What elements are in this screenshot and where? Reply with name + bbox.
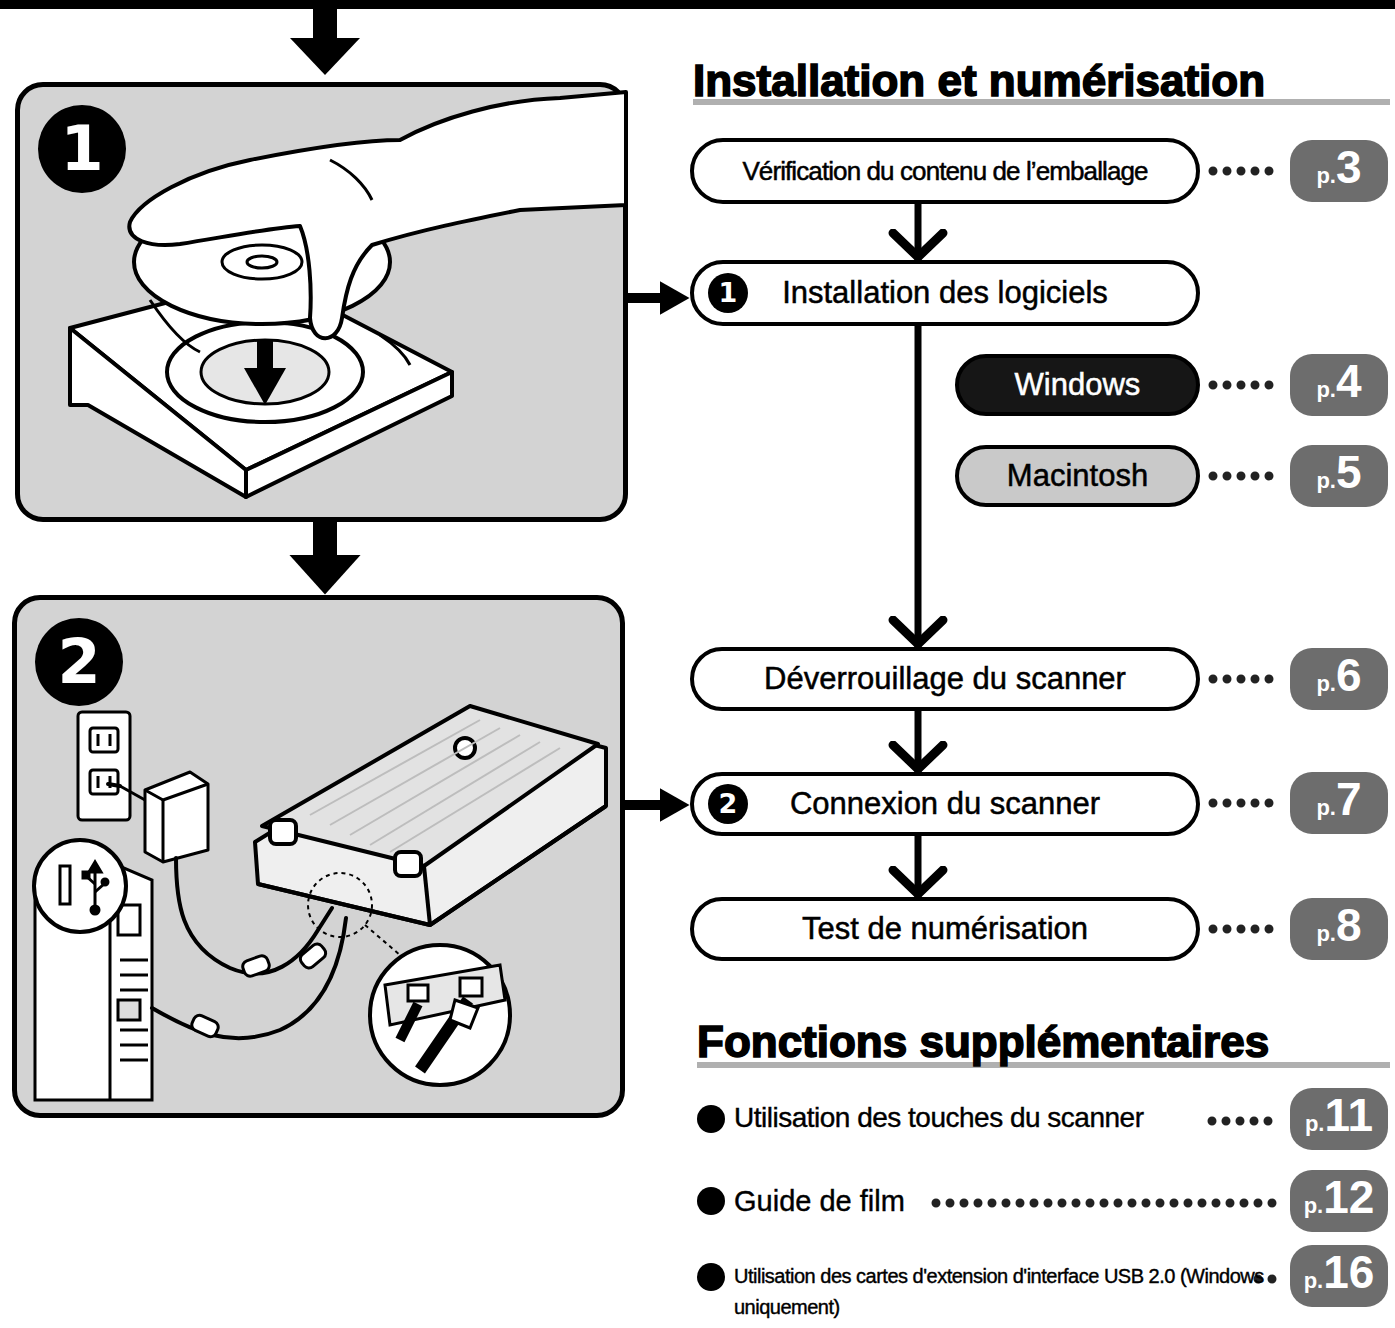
page-prefix: p. (1316, 671, 1336, 696)
step-number: 1 (708, 273, 748, 313)
step-label: Test de numérisation (802, 911, 1088, 947)
bullet-dot (697, 1187, 725, 1215)
dot-leader (1213, 472, 1278, 481)
page-number: 16 (1323, 1246, 1374, 1298)
entry-arrow (290, 38, 360, 75)
page-prefix: p. (1304, 1193, 1324, 1218)
page-prefix: p. (1316, 377, 1336, 402)
step-number: 2 (708, 784, 748, 824)
process-pill: Test de numérisation (690, 897, 1200, 961)
page-title: Installation et numérisation (693, 55, 1265, 107)
step-label: Windows (1015, 367, 1141, 403)
top-bar (0, 0, 1395, 9)
entry-arrow (313, 0, 337, 40)
page-badge: p.16 (1290, 1245, 1388, 1307)
dot-leader (1213, 675, 1278, 684)
callout-number: 1 (38, 105, 126, 193)
step-label: Vérification du contenu de l’emballage (742, 156, 1147, 187)
flow-arrow (313, 522, 337, 555)
step-panel: 2 (12, 595, 625, 1118)
flow-arrow (915, 326, 922, 647)
process-pill: 1 Installation des logiciels (690, 260, 1200, 326)
callout-number: 2 (35, 618, 123, 706)
page-prefix: p. (1316, 163, 1336, 188)
dot-leader (1213, 381, 1278, 390)
page-number: 7 (1336, 773, 1362, 825)
page-number: 11 (1324, 1089, 1373, 1141)
page-badge: p.12 (1290, 1170, 1388, 1232)
bullet-dot (697, 1263, 725, 1291)
dot-leader (1212, 1117, 1278, 1126)
dot-leader (936, 1199, 1278, 1208)
step-label: Déverrouillage du scanner (764, 661, 1126, 697)
flow-arrow (915, 711, 922, 772)
page-badge: p.7 (1290, 772, 1388, 834)
feature-item: Guide de film (734, 1183, 905, 1219)
page-number: 12 (1323, 1171, 1374, 1223)
dot-leader (1213, 799, 1278, 808)
step-label: Macintosh (1007, 458, 1148, 494)
feature-item: Utilisation des touches du scanner (734, 1100, 1143, 1136)
page-badge: p.8 (1290, 898, 1388, 960)
process-pill: Déverrouillage du scanner (690, 647, 1200, 711)
os-pill: Macintosh (955, 445, 1200, 507)
step-label: Connexion du scanner (790, 786, 1100, 822)
page-number: 3 (1336, 141, 1362, 193)
os-pill: Windows (955, 354, 1200, 416)
flow-arrow (915, 204, 922, 260)
step-panel: 1 (15, 82, 628, 522)
section-heading: Fonctions supplémentaires (697, 1016, 1269, 1068)
process-pill: 2 Connexion du scanner (690, 772, 1200, 836)
page-badge: p.5 (1290, 445, 1388, 507)
step-label: Installation des logiciels (782, 275, 1108, 311)
process-pill: Vérification du contenu de l’emballage (690, 138, 1200, 204)
page-badge: p.11 (1290, 1088, 1388, 1150)
page-badge: p.4 (1290, 354, 1388, 416)
dot-leader (1213, 925, 1278, 934)
page-number: 4 (1336, 355, 1362, 407)
bullet-dot (697, 1105, 725, 1291)
page-number: 6 (1336, 649, 1362, 701)
dot-leader (936, 1121, 1278, 1279)
flow-arrow (915, 836, 922, 897)
page-prefix: p. (1316, 795, 1336, 820)
bullet-dot (697, 1105, 725, 1133)
page-prefix: p. (1305, 1111, 1325, 1136)
dot-leader (1213, 167, 1278, 176)
flow-arrow (625, 800, 660, 810)
page-prefix: p. (1316, 921, 1336, 946)
page-prefix: p. (1304, 1268, 1324, 1293)
page-number: 5 (1336, 446, 1362, 498)
entry-arrow (290, 0, 360, 75)
page-badge: p.3 (1290, 140, 1388, 202)
page-number: 8 (1336, 899, 1362, 951)
page-prefix: p. (1316, 468, 1336, 493)
flow-arrow (628, 293, 660, 303)
feature-item: Utilisation des cartes d'extension d'int… (734, 1261, 1279, 1323)
page-badge: p.6 (1290, 648, 1388, 710)
